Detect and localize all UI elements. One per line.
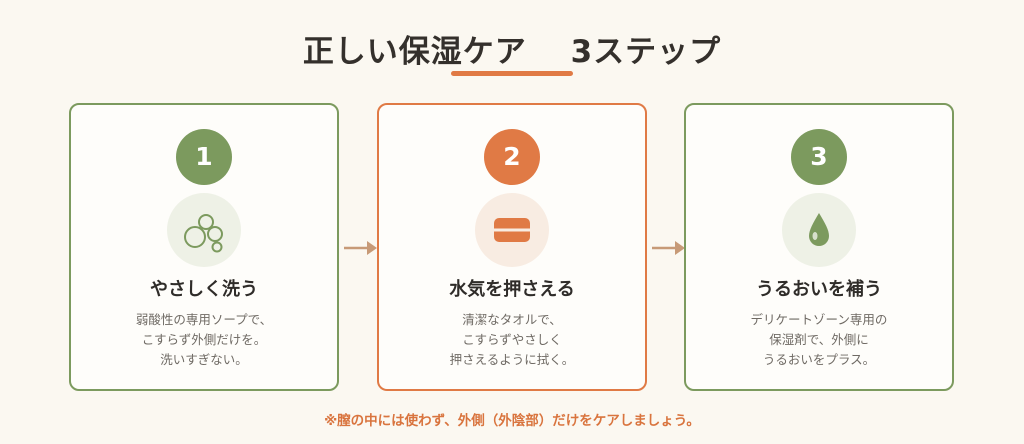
description-line: こすらず外側だけを。 [141,332,267,347]
step-card-2: 2 水気を押さえる 清潔なタオルで、 こすらずやさしく 押さえるように拭く。 [377,103,647,391]
step-description: デリケートゾーン専用の 保湿剤で、外側に うるおいをプラス。 [686,310,952,370]
footnote: ※膣の中には使わず、外側（外陰部）だけをケアしましょう。 [324,413,700,429]
title-underline [451,71,573,76]
description-line: 清潔なタオルで、 [462,312,562,327]
arrow-right-icon [652,241,685,255]
step-number-badge: 2 [484,129,540,185]
description-line: 弱酸性の専用ソープで、 [135,312,273,327]
step-description: 弱酸性の専用ソープで、 こすらず外側だけを。 洗いすぎない。 [71,310,337,370]
step-number-badge: 3 [791,129,847,185]
description-line: 保湿剤で、外側に [769,332,869,347]
arrow-right-icon [344,241,377,255]
droplet-icon [782,193,856,267]
step-title: うるおいを補う [756,279,882,300]
step-description: 清潔なタオルで、 こすらずやさしく 押さえるように拭く。 [379,310,645,370]
step-card-1: 1 やさしく洗う 弱酸性の専用ソープで、 こすらず外側だけを。 洗いすぎない。 [69,103,339,391]
step-number-badge: 1 [176,129,232,185]
step-title: 水気を押さえる [449,279,575,300]
page-title: 正しい保湿ケア 3ステップ [302,34,722,70]
description-line: 押さえるように拭く。 [449,352,575,367]
description-line: こすらずやさしく [462,332,562,347]
description-line: うるおいをプラス。 [762,352,876,367]
description-line: デリケートゾーン専用の [750,312,888,327]
bubbles-icon [167,193,241,267]
step-card-3: 3 うるおいを補う デリケートゾーン専用の 保湿剤で、外側に うるおいをプラス。 [684,103,954,391]
description-line: 洗いすぎない。 [160,352,248,367]
step-title: やさしく洗う [150,279,258,300]
towel-icon [475,193,549,267]
